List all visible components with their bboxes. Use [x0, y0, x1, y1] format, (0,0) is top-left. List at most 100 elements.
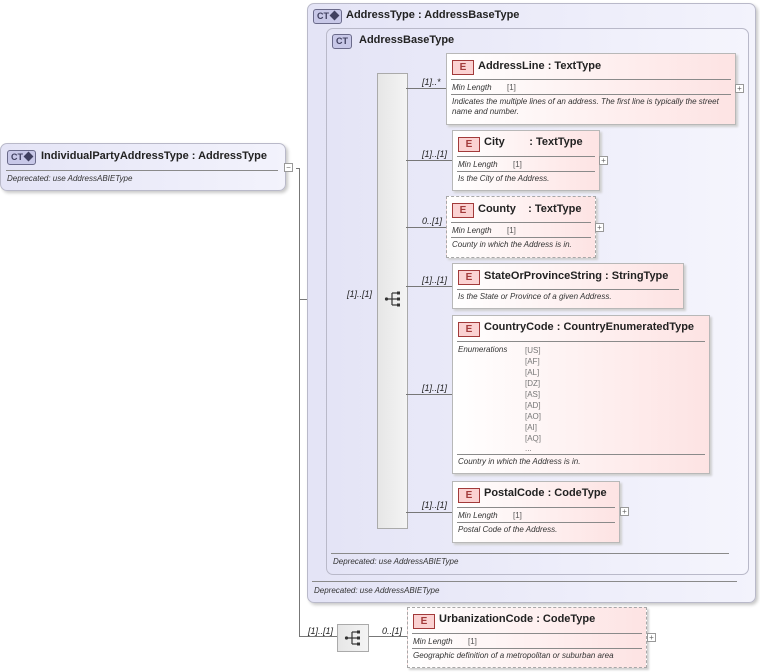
enum-value: [AL] — [525, 368, 540, 377]
enum-value: [AQ] — [525, 434, 542, 443]
branch-address-line — [406, 88, 446, 89]
element-title: CountryCode : CountryEnumeratedType — [484, 321, 695, 333]
element-badge: E — [458, 322, 480, 337]
element-description: Indicates the multiple lines of an addre… — [452, 97, 719, 116]
expand-county-button[interactable]: + — [595, 223, 604, 232]
element-description: Geographic definition of a metropolitan … — [413, 651, 614, 660]
element-country-code[interactable]: E CountryCode : CountryEnumeratedType En… — [452, 315, 710, 474]
element-title: PostalCode : CodeType — [484, 487, 607, 499]
element-description: Is the State or Province of a given Addr… — [458, 292, 612, 301]
facet-value: [1] — [513, 160, 522, 169]
expand-urbanization-code-button[interactable]: + — [647, 633, 656, 642]
facet-name: Enumerations — [458, 345, 508, 354]
branch-postal — [406, 512, 452, 513]
multiplicity-sequence: [1]..[1] — [347, 289, 373, 299]
sequence-compositor[interactable] — [377, 73, 408, 529]
connector-lower-to-urbanization — [367, 636, 407, 637]
enum-value: [DZ] — [525, 379, 541, 388]
multiplicity-lower-sequence: [1]..[1] — [308, 626, 334, 636]
facet-name: Min Length — [458, 160, 498, 169]
separator — [451, 222, 591, 223]
facet-value: [1] — [468, 637, 477, 646]
separator — [451, 79, 731, 80]
root-deprecated: Deprecated: use AddressABIEType — [7, 174, 133, 183]
element-description: Country in which the Address is in. — [458, 457, 581, 466]
element-address-line[interactable]: E AddressLine : TextType Min Length [1] … — [446, 53, 736, 125]
facet-value: [1] — [507, 226, 516, 235]
branch-city — [406, 160, 452, 161]
multiplicity-city: [1]..[1] — [422, 149, 448, 159]
ct-badge: CT — [313, 9, 342, 24]
element-badge: E — [458, 137, 480, 152]
element-urbanization-code[interactable]: E UrbanizationCode : CodeType Min Length… — [407, 607, 647, 668]
separator — [331, 553, 729, 554]
facet-value: [1] — [507, 83, 516, 92]
ct-badge: CT — [332, 34, 352, 49]
separator — [457, 156, 595, 157]
ct-diamond-icon — [329, 10, 340, 21]
separator — [457, 289, 679, 290]
enum-value: [AI] — [525, 423, 538, 432]
multiplicity-postal: [1]..[1] — [422, 500, 448, 510]
expand-address-line-button[interactable]: + — [735, 84, 744, 93]
element-badge: E — [413, 614, 435, 629]
multiplicity-urbanization: 0..[1] — [382, 626, 403, 636]
separator — [451, 237, 591, 238]
address-type-deprecated: Deprecated: use AddressABIEType — [314, 586, 440, 595]
separator — [412, 633, 642, 634]
element-title: UrbanizationCode : CodeType — [439, 613, 596, 625]
expand-city-button[interactable]: + — [599, 156, 608, 165]
expand-postal-code-button[interactable]: + — [620, 507, 629, 516]
separator — [457, 507, 615, 508]
lower-sequence-compositor[interactable] — [337, 624, 369, 652]
separator — [457, 171, 595, 172]
element-title: StateOrProvinceString : StringType — [484, 270, 669, 282]
collapse-root-button[interactable]: − — [284, 163, 293, 172]
separator — [6, 170, 278, 171]
facet-name: Min Length — [452, 226, 492, 235]
multiplicity-country: [1]..[1] — [422, 383, 448, 393]
element-badge: E — [452, 203, 474, 218]
separator — [457, 341, 705, 342]
separator — [457, 522, 615, 523]
element-badge: E — [458, 270, 480, 285]
enum-value: [US] — [525, 346, 541, 355]
element-city[interactable]: E City : TextType Min Length [1] Is the … — [452, 130, 600, 191]
separator — [457, 454, 705, 455]
facet-name: Min Length — [452, 83, 492, 92]
enum-value: [AS] — [525, 390, 541, 399]
element-county[interactable]: E County : TextType Min Length [1] Count… — [446, 196, 596, 258]
element-badge: E — [452, 60, 474, 75]
connector-to-lower-sequence — [299, 636, 337, 637]
address-base-type-deprecated: Deprecated: use AddressABIEType — [333, 557, 459, 566]
branch-country — [406, 394, 452, 395]
multiplicity-county: 0..[1] — [422, 216, 443, 226]
connector-root-vertical — [299, 168, 300, 636]
separator — [312, 581, 737, 582]
separator — [412, 648, 642, 649]
ct-badge: CT — [7, 150, 36, 165]
element-description: Is the City of the Address. — [458, 174, 550, 183]
enum-value: [AF] — [525, 357, 540, 366]
sequence-icon — [384, 291, 400, 307]
separator — [451, 94, 731, 95]
sequence-icon — [344, 630, 360, 646]
element-description: County in which the Address is in. — [452, 240, 572, 249]
address-type-title: AddressType : AddressBaseType — [346, 9, 520, 21]
individual-party-address-type-box[interactable]: CT IndividualPartyAddressType : AddressT… — [0, 143, 286, 191]
branch-state — [406, 286, 452, 287]
element-state-or-province[interactable]: E StateOrProvinceString : StringType Is … — [452, 263, 684, 309]
address-base-type-title: AddressBaseType — [359, 34, 455, 46]
facet-name: Min Length — [458, 511, 498, 520]
element-title: County : TextType — [478, 203, 582, 215]
facet-name: Min Length — [413, 637, 453, 646]
element-title: AddressLine : TextType — [478, 60, 602, 72]
branch-county — [406, 227, 446, 228]
facet-value: [1] — [513, 511, 522, 520]
element-badge: E — [458, 488, 480, 503]
multiplicity-address-line: [1]..* — [422, 77, 441, 87]
element-description: Postal Code of the Address. — [458, 525, 558, 534]
enum-value: [AO] — [525, 412, 542, 421]
element-postal-code[interactable]: E PostalCode : CodeType Min Length [1] P… — [452, 481, 620, 543]
ct-diamond-icon — [23, 151, 34, 162]
